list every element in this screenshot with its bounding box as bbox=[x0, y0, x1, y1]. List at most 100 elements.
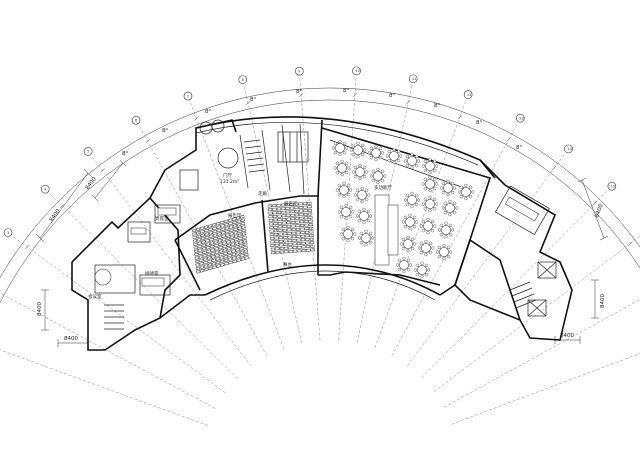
grid-bubble bbox=[40, 184, 50, 194]
seat bbox=[273, 225, 278, 229]
banquet-chair bbox=[410, 205, 414, 209]
seat bbox=[282, 232, 288, 236]
banquet-chair bbox=[447, 255, 451, 259]
grid-bubble bbox=[131, 115, 141, 125]
seat bbox=[211, 258, 216, 263]
banquet-chair bbox=[357, 236, 361, 240]
seat bbox=[272, 214, 278, 218]
label-stage: 舞台 bbox=[283, 261, 292, 268]
banquet-chair bbox=[428, 189, 432, 193]
banquet-table-top bbox=[353, 145, 363, 155]
banquet-table-top bbox=[405, 217, 415, 227]
banquet-table-top bbox=[359, 211, 369, 221]
seat bbox=[203, 225, 209, 229]
banquet-chair bbox=[444, 235, 448, 239]
seat bbox=[238, 243, 244, 248]
banquet-chair bbox=[406, 249, 410, 253]
banquet-chair bbox=[371, 169, 375, 173]
seat bbox=[227, 250, 232, 255]
banquet-chair bbox=[362, 221, 366, 225]
banquet-chair bbox=[403, 198, 407, 202]
seat bbox=[224, 261, 229, 266]
interior-walls bbox=[94, 119, 557, 330]
banquet-chair bbox=[425, 263, 429, 267]
banquet-chair bbox=[340, 159, 344, 163]
dimension-tick bbox=[25, 244, 30, 250]
banquet-chair bbox=[459, 185, 463, 189]
seat bbox=[236, 254, 241, 259]
banquet-chair bbox=[363, 165, 367, 169]
seat bbox=[233, 230, 238, 235]
dim-label-0: 8° bbox=[122, 151, 128, 157]
banquet-chair bbox=[417, 246, 421, 250]
banquet-chair bbox=[451, 181, 455, 185]
seat bbox=[237, 229, 243, 234]
seat bbox=[304, 219, 309, 223]
banquet-chair bbox=[423, 177, 427, 181]
grid-ray bbox=[91, 155, 252, 367]
seat bbox=[226, 240, 231, 244]
banquet-chair bbox=[369, 214, 373, 218]
banquet-chair bbox=[401, 247, 405, 251]
banquet-table-top bbox=[407, 156, 417, 166]
seat bbox=[298, 205, 303, 209]
seat bbox=[194, 252, 199, 257]
banquet-chair bbox=[453, 201, 457, 205]
seat bbox=[309, 241, 315, 245]
banquet-chair bbox=[402, 256, 406, 260]
banquet-chair bbox=[337, 210, 341, 214]
seat bbox=[215, 257, 220, 261]
seat bbox=[202, 250, 207, 255]
seat bbox=[239, 250, 245, 255]
banquet-chair bbox=[439, 186, 443, 190]
banquet-chair bbox=[347, 166, 351, 170]
banquet-chair bbox=[335, 188, 339, 192]
banquet-chair bbox=[349, 148, 353, 152]
seat bbox=[212, 229, 218, 234]
seat bbox=[285, 206, 290, 210]
banquet-table bbox=[437, 221, 455, 239]
banquet-chair bbox=[417, 198, 421, 202]
banquet-chair bbox=[420, 261, 424, 265]
seat bbox=[290, 213, 295, 217]
seat bbox=[200, 229, 205, 234]
seat bbox=[230, 238, 235, 243]
seat bbox=[270, 240, 275, 244]
seat bbox=[204, 267, 209, 272]
banquet-chair bbox=[408, 227, 412, 231]
banquet-chair bbox=[351, 237, 355, 241]
dim-left-bottom: 8400 bbox=[64, 336, 78, 342]
banquet-table bbox=[403, 191, 421, 209]
grid-ray bbox=[451, 353, 640, 425]
banquet-table bbox=[333, 159, 351, 177]
banquet-chair bbox=[397, 258, 401, 262]
seat bbox=[296, 231, 301, 235]
banquet-chair bbox=[423, 197, 427, 201]
grid-ray bbox=[421, 189, 609, 378]
dim-right-upper: 8400 bbox=[594, 203, 605, 219]
banquet-chair bbox=[341, 227, 345, 231]
banquet-chair bbox=[371, 236, 375, 240]
grid-bubble-number: 14 bbox=[567, 147, 572, 151]
seat bbox=[283, 246, 289, 250]
seat bbox=[307, 201, 312, 205]
banquet-chair bbox=[448, 213, 452, 217]
grid-bubble-number: 6 bbox=[135, 118, 138, 122]
seat bbox=[232, 259, 237, 264]
banquet-chair bbox=[451, 228, 455, 232]
seat bbox=[225, 229, 230, 234]
banquet-chair bbox=[437, 228, 441, 232]
seat bbox=[305, 237, 310, 241]
seat bbox=[282, 221, 287, 225]
seat bbox=[230, 242, 236, 247]
seat bbox=[212, 226, 217, 231]
seat bbox=[216, 225, 221, 229]
seat bbox=[221, 237, 227, 242]
seat bbox=[192, 235, 197, 240]
seat bbox=[224, 226, 230, 231]
dimension-tick bbox=[60, 203, 65, 209]
banquet-table-top bbox=[441, 225, 451, 235]
banquet-table-top bbox=[341, 207, 351, 217]
dimension-tick bbox=[100, 168, 105, 173]
seat bbox=[270, 247, 276, 251]
